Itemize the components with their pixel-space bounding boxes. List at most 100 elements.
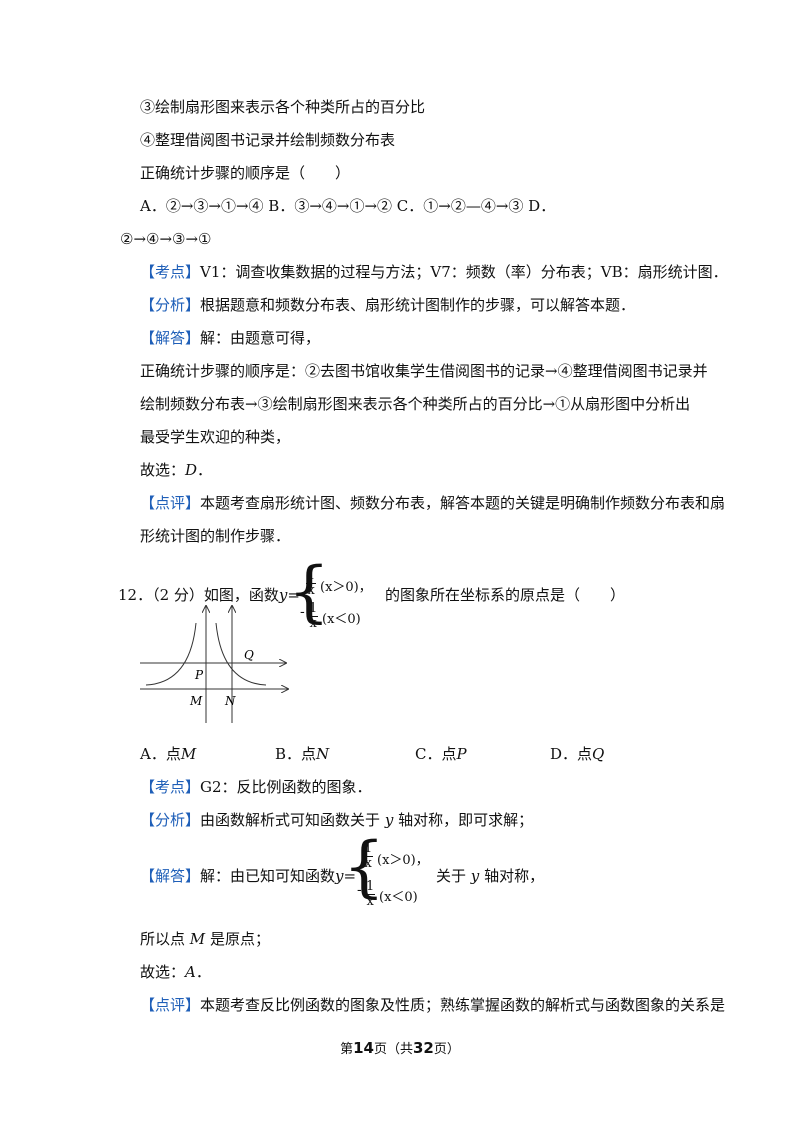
option-d-label: D．点 [550, 745, 593, 763]
q12-answer-prefix: 故选： [140, 963, 186, 981]
piece2-cond: (x＜0) [322, 612, 361, 627]
kaodian-section: 【考点】V1：调查收集数据的过程与方法；V7：频数（率）分布表；VB：扇形统计图… [140, 262, 728, 282]
step-4-text: ④整理借阅图书记录并绘制频数分布表 [140, 131, 396, 149]
q12-kaodian-text: G2：反比例函数的图象． [200, 778, 372, 796]
q12-number: 12． [118, 586, 153, 604]
footer-post: 页） [433, 1042, 460, 1057]
q12-answer-suffix: ． [195, 963, 211, 981]
q12-jieda-func-var: y [335, 867, 344, 885]
label-M: M [189, 694, 203, 708]
piece2-den: x [309, 616, 317, 631]
q12-equals: = [287, 586, 300, 604]
option-b-point: N [316, 745, 330, 763]
q12-answer-letter: A [185, 963, 196, 981]
q12-stem: 12．（2 分）如图，函数y= [118, 585, 300, 605]
sol-piece2-num: 1 [365, 879, 376, 895]
step-3-text: ③绘制扇形图来表示各个种类所占的百分比 [140, 98, 426, 116]
label-Q: Q [244, 648, 254, 662]
option-c-point: P [456, 745, 467, 763]
q12-piecewise-formula: { 1 x (x＞0)， - 1 x (x＜0) [288, 559, 388, 635]
q12-dianping-section: 【点评】本题考查反比例函数的图象及性质；熟练掌握函数的解析式与函数图象的关系是 [140, 995, 725, 1015]
jieda-section: 【解答】解：由题意可得， [140, 328, 320, 348]
q12-fenxi-section: 【分析】由函数解析式可知函数关于 y 轴对称，即可求解； [140, 810, 533, 830]
right-hyperbola-branch [215, 622, 267, 686]
option-b-label: B．点 [275, 745, 317, 763]
q12-option-b: B．点N [275, 744, 329, 764]
q12-stem-a: （2 分）如图，函数 [152, 586, 279, 604]
answer-suffix: ． [197, 461, 213, 479]
q12-fenxi-text-b: 轴对称，即可求解； [398, 811, 534, 829]
piece2-sign: - [300, 604, 305, 620]
q12-stem-b: 的图象所在坐标系的原点是（ ） [385, 586, 626, 604]
q12-jieda-text-c: 轴对称， [484, 867, 545, 885]
jieda-line-4: 最受学生欢迎的种类， [140, 428, 291, 446]
answer-letter: D [185, 461, 198, 479]
kaodian-text: V1：调查收集数据的过程与方法；V7：频数（率）分布表；VB：扇形统计图． [200, 263, 728, 281]
label-P: P [194, 668, 204, 682]
q12-option-c: C．点P [415, 744, 467, 764]
label-N: N [224, 694, 236, 708]
q12-answer-line: 故选：A． [140, 962, 211, 982]
q12-option-a: A．点M [140, 744, 196, 764]
q12-jieda-tag: 【解答】 [140, 867, 201, 885]
q12-jieda-var: y [470, 867, 480, 885]
sol-piece2-den: x [366, 894, 374, 909]
jieda-line-2: 正确统计步骤的顺序是：②去图书馆收集学生借阅图书的记录→④整理借阅图书记录并 [140, 362, 708, 380]
option-a-point: M [180, 745, 197, 763]
q12-dianping-tag: 【点评】 [140, 996, 201, 1014]
options-line-2: ②→④→③→① [120, 230, 212, 248]
jieda-text: 解：由题意可得， [200, 329, 321, 347]
sol-piece1-fraction: 1 x [363, 842, 374, 871]
option-d-point: Q [592, 745, 605, 763]
piece1-cond: (x＞0)， [320, 580, 372, 595]
answer-prefix: 故选： [140, 461, 186, 479]
q12-jieda-text-b: 关于 [436, 867, 467, 885]
q12-dianping-text: 本题考查反比例函数的图象及性质；熟练掌握函数的解析式与函数图象的关系是 [200, 996, 726, 1014]
q12-solution-formula: { 1 x (x＞0)， - 1 x (x＜0) [343, 828, 443, 914]
q12-kaodian-section: 【考点】G2：反比例函数的图象． [140, 777, 372, 797]
sol-piece2-fraction: 1 x [365, 879, 376, 909]
q12-fenxi-var: y [384, 811, 394, 829]
q12-kaodian-tag: 【考点】 [140, 778, 201, 796]
piece2-fraction: 1 x [308, 601, 319, 631]
footer-pre: 第 [340, 1042, 354, 1057]
options-line-1: A．②→③→①→④ B．③→④→①→② C．①→②—④→③ D． [140, 197, 556, 215]
piece2-num: 1 [308, 601, 319, 617]
left-hyperbola-branch [145, 622, 197, 686]
answer-line: 故选：D． [140, 460, 212, 480]
q12-jieda-text-a: 解：由已知可知函数 [200, 867, 336, 885]
q12-func-var: y [278, 586, 288, 604]
footer-mid: 页（共 [373, 1042, 413, 1057]
q12-conclusion: 所以点 M 是原点； [140, 929, 270, 949]
dianping-text: 本题考查扇形统计图、频数分布表，解答本题的关键是明确制作频数分布表和扇 [200, 494, 726, 512]
sol-piece1-cond: (x＞0)， [377, 853, 429, 868]
piece1-den: x [307, 583, 315, 598]
q12-jieda-section: 【解答】解：由已知可知函数y= [140, 866, 356, 886]
q12-fenxi-tag: 【分析】 [140, 811, 201, 829]
jieda-line-3: 绘制频数分布表→③绘制扇形图来表示各个种类所占的百分比→①从扇形图中分析出 [140, 395, 691, 413]
q12-concl-b: 是原点； [209, 930, 270, 948]
option-a-label: A．点 [140, 745, 181, 763]
fenxi-tag: 【分析】 [140, 296, 201, 314]
left-brace: { [288, 553, 330, 630]
q12-option-d: D．点Q [550, 744, 604, 764]
dianping-section: 【点评】本题考查扇形统计图、频数分布表，解答本题的关键是明确制作频数分布表和扇 [140, 493, 725, 513]
dianping-line-2: 形统计图的制作步骤． [140, 527, 291, 545]
q12-jieda-tail: 关于 y 轴对称， [436, 866, 544, 886]
piece1-num: 1 [306, 568, 317, 584]
q12-concl-point: M [189, 930, 206, 948]
q12-fenxi-text-a: 由函数解析式可知函数关于 [200, 811, 381, 829]
sol-piece2-cond: (x＜0) [379, 890, 418, 905]
q12-jieda-equals: = [343, 867, 357, 885]
question-prompt: 正确统计步骤的顺序是（ ） [140, 164, 351, 182]
footer-total-pages: 32 [413, 1039, 434, 1057]
q12-concl-a: 所以点 [140, 930, 186, 948]
page-footer: 第14页（共32页） [0, 1038, 800, 1057]
option-c-label: C．点 [415, 745, 457, 763]
solution-left-brace: { [343, 828, 385, 905]
footer-page-number: 14 [353, 1039, 374, 1057]
fenxi-text: 根据题意和频数分布表、扇形统计图制作的步骤，可以解答本题． [200, 296, 636, 314]
fenxi-section: 【分析】根据题意和频数分布表、扇形统计图制作的步骤，可以解答本题． [140, 295, 635, 315]
kaodian-tag: 【考点】 [140, 263, 201, 281]
dianping-tag: 【点评】 [140, 494, 201, 512]
